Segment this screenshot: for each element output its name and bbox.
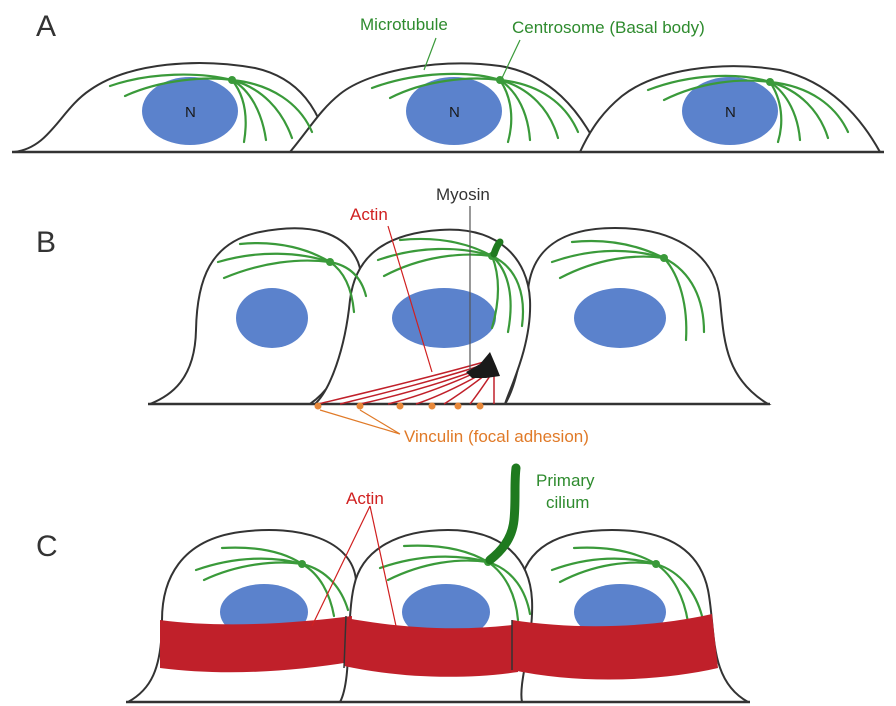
label-cilium-line2: cilium [546, 493, 589, 512]
actin-belt-c1 [160, 616, 352, 672]
centrosome-b3 [660, 254, 668, 262]
label-actin-b: Actin [350, 205, 388, 224]
centrosome-c1 [298, 560, 306, 568]
centrosome-a1 [228, 76, 236, 84]
label-actin-c: Actin [346, 489, 384, 508]
nucleus-label-a3: N [725, 104, 736, 121]
leader-vinculin [320, 410, 400, 434]
label-vinculin: Vinculin (focal adhesion) [404, 427, 589, 446]
label-centrosome: Centrosome (Basal body) [512, 18, 705, 37]
panel-letter-b: B [36, 226, 56, 259]
panel-c: C [36, 468, 750, 702]
nucleus-b2 [392, 288, 496, 348]
label-cilium-line1: Primary [536, 471, 595, 490]
panel-letter-c: C [36, 530, 58, 563]
panel-a: A N N N [12, 10, 884, 152]
label-microtubule: Microtubule [360, 15, 448, 34]
panel-letter-a: A [36, 10, 56, 43]
label-myosin: Myosin [436, 185, 490, 204]
panel-b: B [36, 185, 770, 446]
nucleus-b3 [574, 288, 666, 348]
centrosome-c3 [652, 560, 660, 568]
nucleus-label-a1: N [185, 104, 196, 121]
centrosome-a3 [766, 78, 774, 86]
nucleus-label-a2: N [449, 104, 460, 121]
centrosome-b1 [326, 258, 334, 266]
nucleus-b1 [236, 288, 308, 348]
